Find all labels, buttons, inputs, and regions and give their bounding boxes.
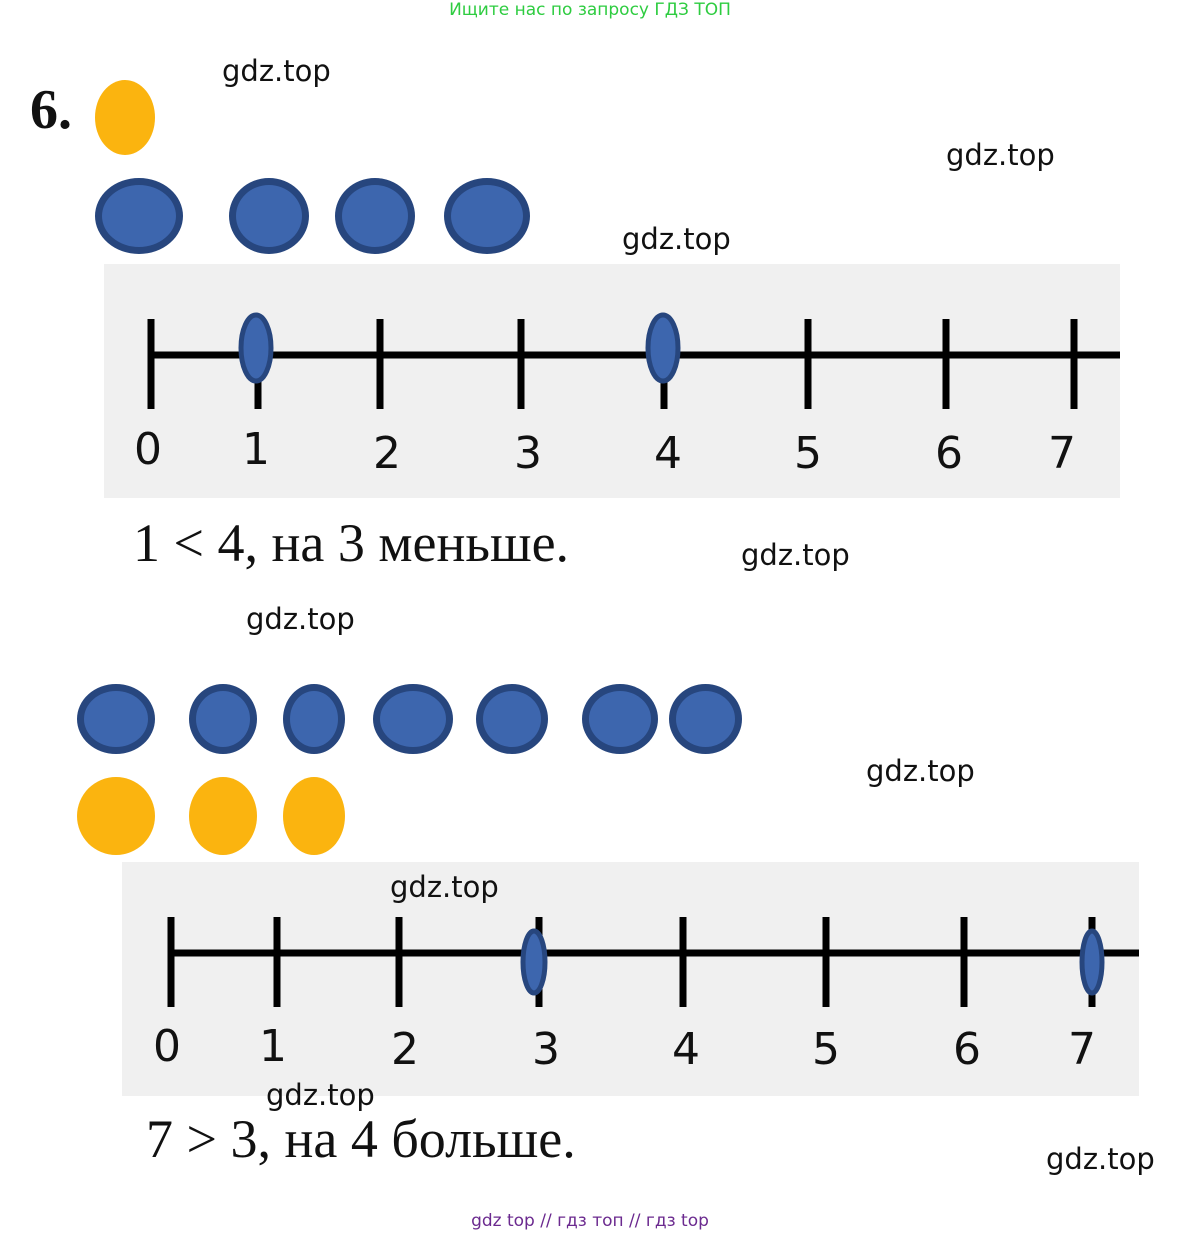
blue-dot [335,178,415,254]
tick-label: 1 [242,424,270,475]
blue-dot [189,684,257,754]
marked-point-7 [1079,928,1105,996]
watermark: gdz.top [266,1078,375,1112]
watermark: gdz.top [222,54,331,88]
tick-label: 3 [514,428,542,479]
blue-dot [229,178,309,254]
tick-label: 6 [953,1024,981,1075]
watermark: gdz.top [946,138,1055,172]
tick-label: 1 [259,1021,287,1072]
orange-dot [95,80,155,155]
blue-dot [582,684,658,754]
watermark: gdz.top [622,222,731,256]
tick-label: 7 [1068,1024,1096,1075]
marked-point-3 [520,928,548,996]
tick-label: 7 [1048,428,1076,479]
task-number: 6. [30,79,72,141]
tick-label: 4 [672,1024,700,1075]
tick-label: 2 [391,1024,419,1075]
watermark: gdz.top [866,754,975,788]
watermark: gdz.top [741,538,850,572]
number-line-panel: 0 1 2 3 4 5 6 7 [122,862,1139,1096]
comparison-statement-1: 1 < 4, на 3 меньше. [133,513,570,573]
tick-label: 5 [794,428,822,479]
blue-dot [77,684,155,754]
watermark: gdz.top [1046,1142,1155,1176]
blue-dot [444,178,530,254]
blue-dot [476,684,548,754]
tick-label: 6 [935,428,963,479]
orange-dot [77,777,155,855]
orange-dot [189,777,257,855]
footer-links: gdz top // гдз топ // гдз top [471,1211,709,1231]
marked-point-1 [238,312,274,384]
watermark: gdz.top [390,870,499,904]
number-line-1: 0 1 2 3 4 5 6 7 [134,312,1120,479]
tick-label: 0 [153,1021,181,1072]
tick-label: 2 [373,428,401,479]
number-line-2: 0 1 2 3 4 5 6 7 [153,917,1139,1075]
comparison-statement-2: 7 > 3, на 4 больше. [146,1109,576,1169]
search-banner: Ищите нас по запросу ГДЗ ТОП [449,0,731,20]
blue-dot [373,684,453,754]
tick-label: 0 [134,424,162,475]
tick-label: 4 [654,428,682,479]
number-line-panel: 0 1 2 3 4 5 6 7 [104,264,1120,498]
blue-dot [283,684,345,754]
tick-label: 5 [812,1024,840,1075]
tick-label: 3 [532,1024,560,1075]
watermark: gdz.top [246,602,355,636]
blue-dot [95,178,183,254]
marked-point-4 [645,312,681,384]
blue-dot [669,684,742,754]
orange-dot [283,777,345,855]
